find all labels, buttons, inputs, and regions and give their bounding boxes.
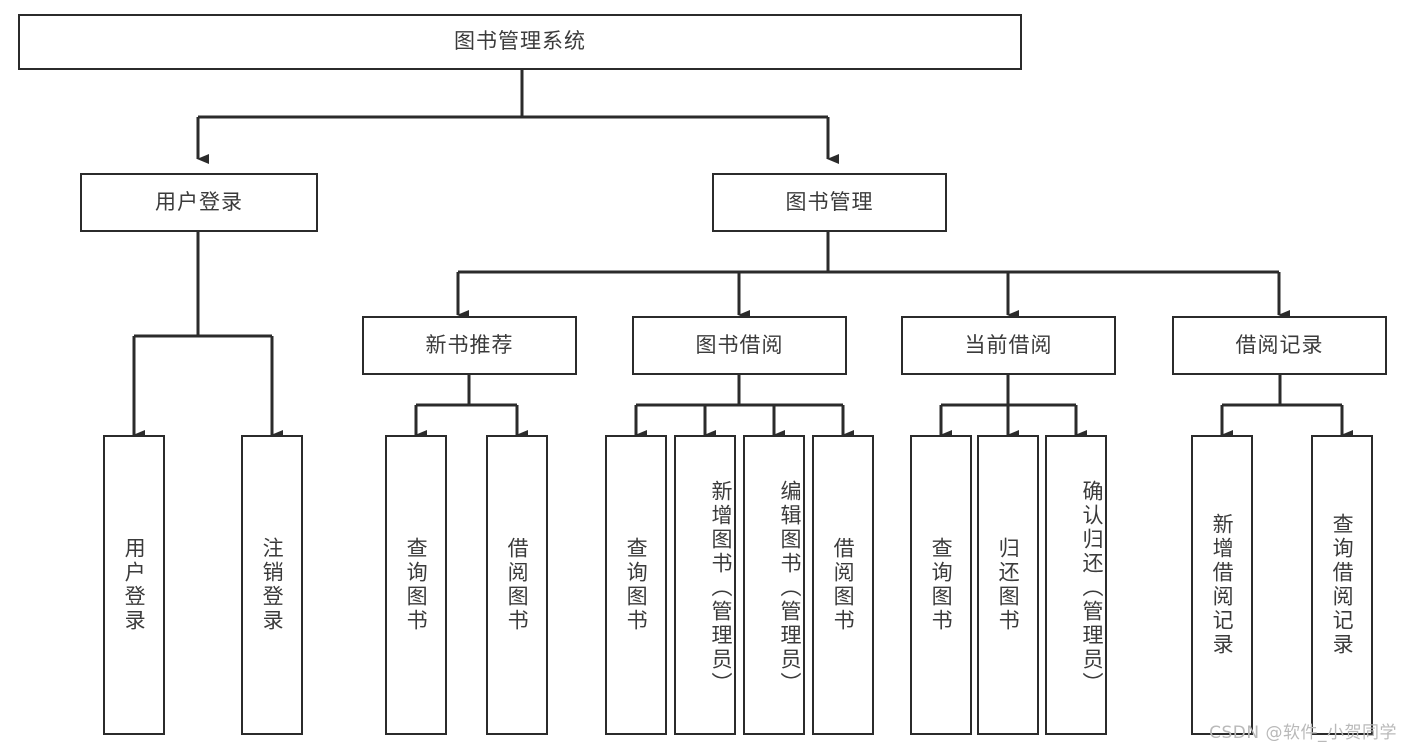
node-book-management[interactable]: 图书管理 — [712, 173, 947, 232]
leaf-book-borrow-add-book-admin[interactable]: 新增图书（管理员） — [674, 435, 736, 735]
leaf-user-login-logout[interactable]: 注销登录 — [241, 435, 303, 735]
leaf-current-borrow-return-books[interactable]: 归还图书 — [977, 435, 1039, 735]
leaf-borrow-record-query-record[interactable]: 查询借阅记录 — [1311, 435, 1373, 735]
csdn-watermark: CSDN @软件_小贺同学 — [1209, 723, 1397, 743]
leaf-book-borrow-edit-book-admin[interactable]: 编辑图书（管理员） — [743, 435, 805, 735]
leaf-user-login-login[interactable]: 用户登录 — [103, 435, 165, 735]
leaf-book-borrow-borrow-books[interactable]: 借阅图书 — [812, 435, 874, 735]
leaf-new-book-borrow-books[interactable]: 借阅图书 — [486, 435, 548, 735]
node-book-borrowing[interactable]: 图书借阅 — [632, 316, 847, 375]
node-current-borrowing[interactable]: 当前借阅 — [901, 316, 1116, 375]
node-borrowing-record[interactable]: 借阅记录 — [1172, 316, 1387, 375]
node-user-login[interactable]: 用户登录 — [80, 173, 318, 232]
node-root-library-management-system[interactable]: 图书管理系统 — [18, 14, 1022, 70]
leaf-new-book-query-books[interactable]: 查询图书 — [385, 435, 447, 735]
node-new-book-recommendation[interactable]: 新书推荐 — [362, 316, 577, 375]
leaf-current-borrow-query-books[interactable]: 查询图书 — [910, 435, 972, 735]
leaf-borrow-record-add-record[interactable]: 新增借阅记录 — [1191, 435, 1253, 735]
leaf-current-borrow-confirm-return-admin[interactable]: 确认归还（管理员） — [1045, 435, 1107, 735]
leaf-book-borrow-query-books[interactable]: 查询图书 — [605, 435, 667, 735]
